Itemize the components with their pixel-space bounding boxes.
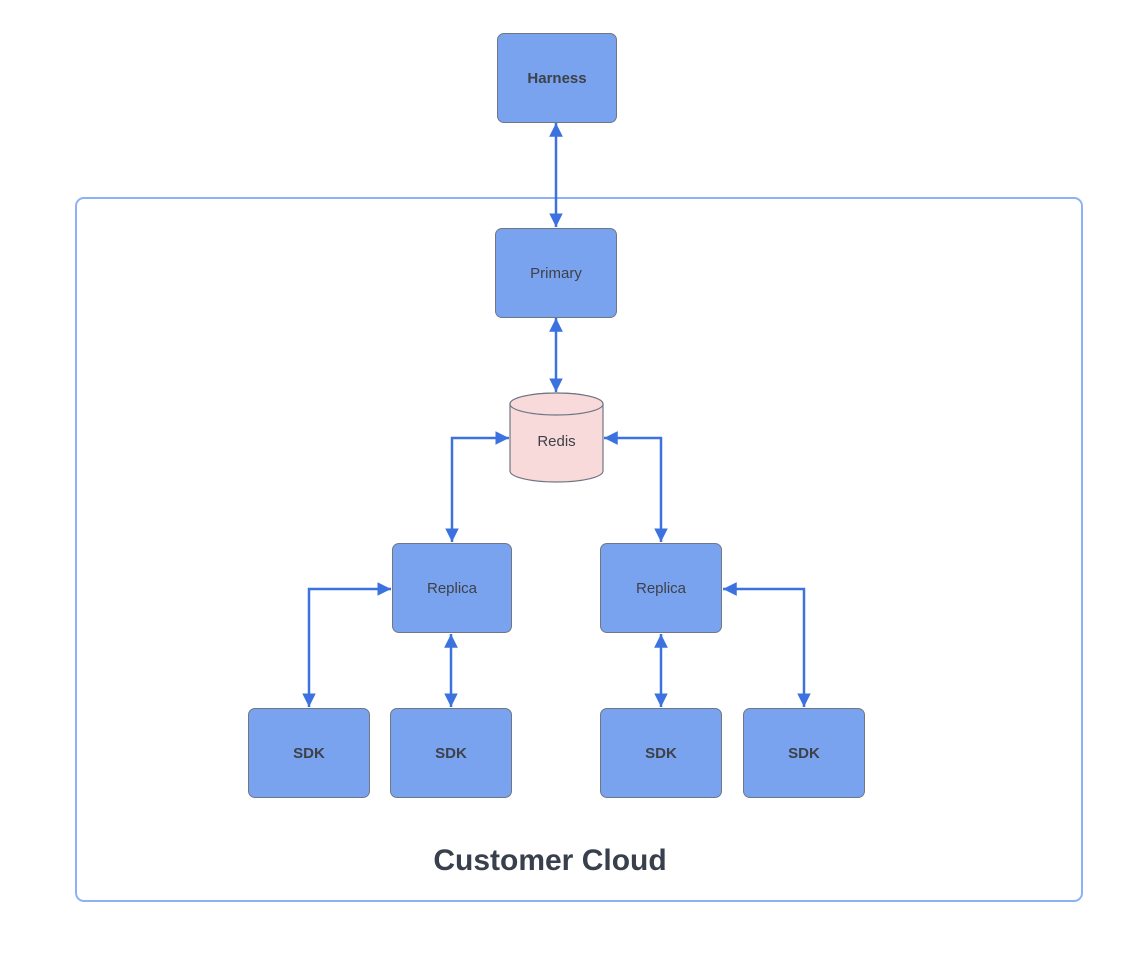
node-sdk-4-label: SDK [788, 744, 820, 762]
node-replica-left: Replica [392, 543, 512, 633]
node-replica-left-label: Replica [426, 579, 478, 597]
node-sdk-2-label: SDK [435, 744, 467, 762]
node-sdk-3: SDK [600, 708, 722, 798]
node-sdk-3-label: SDK [645, 744, 677, 762]
node-sdk-1: SDK [248, 708, 370, 798]
node-replica-right: Replica [600, 543, 722, 633]
node-sdk-4: SDK [743, 708, 865, 798]
node-replica-right-label: Replica [635, 579, 687, 597]
node-redis-label: Redis [537, 432, 576, 450]
node-primary-label: Primary [530, 264, 582, 282]
edge-replica-right-sdk-4 [723, 582, 811, 707]
node-sdk-2: SDK [390, 708, 512, 798]
node-harness-label: Harness [527, 69, 587, 87]
node-harness: Harness [497, 33, 617, 123]
customer-cloud-container [75, 197, 1083, 902]
edge-redis-replica-left [445, 431, 509, 542]
node-redis: Redis [510, 409, 603, 473]
node-primary: Primary [495, 228, 617, 318]
node-sdk-1-label: SDK [293, 744, 325, 762]
customer-cloud-title: Customer Cloud [433, 844, 667, 877]
redis-cylinder-shape [509, 392, 604, 483]
edge-redis-replica-right [604, 431, 668, 542]
edge-replica-left-sdk-1 [302, 582, 391, 707]
